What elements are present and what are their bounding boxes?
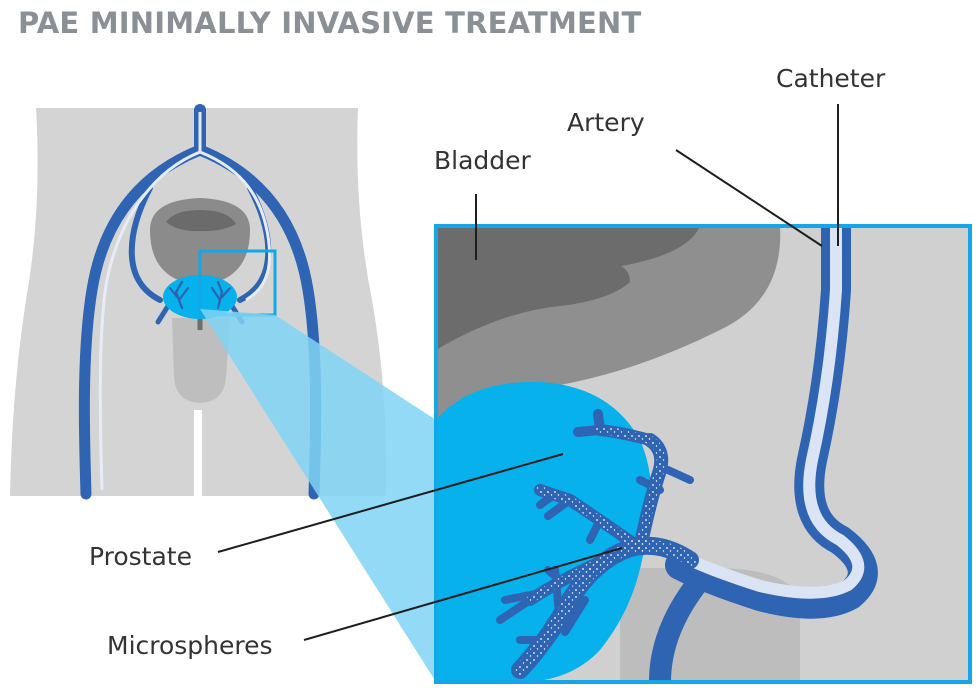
leader-artery [675,149,823,247]
zoom-cone [200,309,436,682]
prostate-large [436,381,652,682]
microsphere-vessels [496,409,699,679]
bladder-inner [166,210,236,232]
diagram-title: PAE MINIMALLY INVASIVE TREATMENT [18,6,642,40]
label-bladder: Bladder [434,146,531,175]
leader-lines [217,104,839,641]
artery-zoom [649,226,878,682]
label-microspheres: Microspheres [107,631,273,660]
label-prostate: Prostate [89,542,192,571]
magnified-frame [434,224,972,684]
label-catheter: Catheter [776,64,886,93]
magnified-view [436,226,970,682]
label-artery: Artery [567,108,645,137]
penis-shape [172,318,230,403]
catheter-line [98,112,202,491]
leader-microspheres [303,547,623,641]
leader-prostate [217,453,564,553]
